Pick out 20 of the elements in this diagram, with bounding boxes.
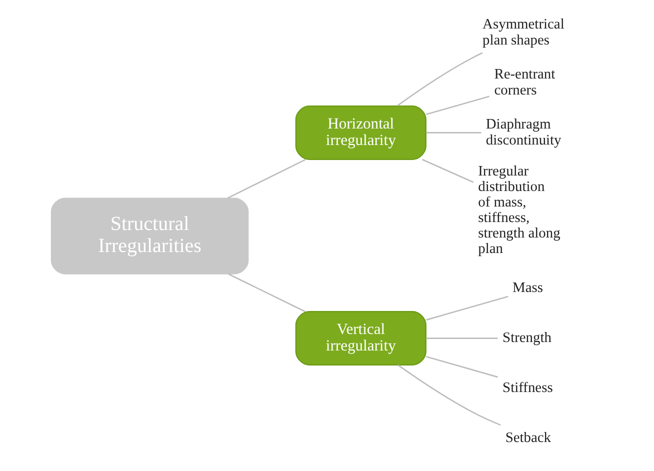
- connector: [426, 132, 482, 134]
- node-text: Mass: [512, 280, 544, 296]
- node-text: Asymmetrical plan shapes: [482, 16, 564, 48]
- node-text: Irregular distribution of mass, stiffness, strength along plan: [478, 163, 560, 258]
- connector: [426, 338, 498, 339]
- connector: [422, 158, 474, 183]
- connector: [426, 356, 498, 378]
- node-text: Strength: [502, 330, 552, 346]
- node-text: Re-entrant corners: [494, 66, 556, 98]
- connector: [398, 364, 501, 426]
- connector: [426, 296, 508, 321]
- connector: [228, 273, 306, 312]
- connector: [397, 52, 483, 106]
- node-text: Stiffness: [502, 380, 553, 396]
- node-box: Vertical irregularity: [295, 311, 426, 366]
- node-box: Horizontal irregularity: [295, 106, 426, 160]
- node-text: Diaphragm discontinuity: [486, 116, 562, 148]
- node-text: Setback: [505, 430, 552, 446]
- connector: [227, 158, 306, 199]
- connector: [426, 96, 490, 116]
